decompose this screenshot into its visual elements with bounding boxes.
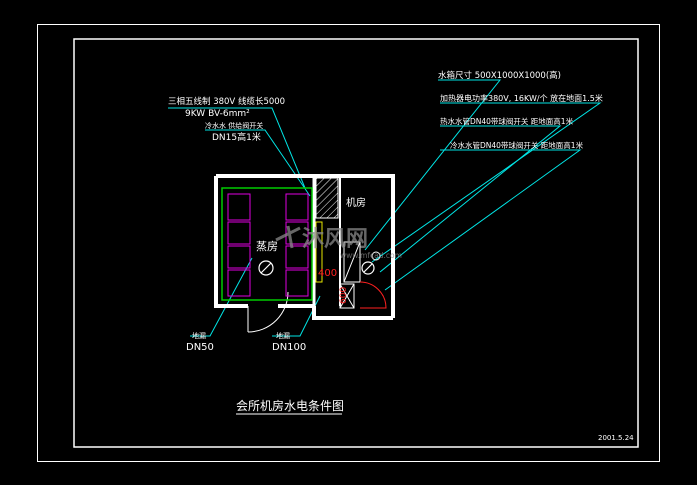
- pipe-yellow: [315, 221, 323, 283]
- cold-water-line2: DN15高1米: [212, 131, 261, 143]
- drawing-title: 会所机房水电条件图: [236, 398, 344, 413]
- sauna-benches: [227, 193, 309, 297]
- hatched-wall: [315, 177, 339, 219]
- tank-size: 水箱尺寸 500X1000X1000(高): [438, 70, 561, 81]
- drain-left-size: DN50: [186, 342, 214, 353]
- watermark-brand: 沐风网: [302, 227, 368, 252]
- inner-border: [73, 38, 639, 448]
- drain-right-label: 地漏: [276, 331, 290, 340]
- cold-water-valve: 冷水水管DN40带球阀开关 距地面高1米: [450, 140, 584, 150]
- water-tank: [343, 241, 361, 283]
- sauna-inner-wall: [221, 187, 313, 301]
- machine-room-door: [359, 281, 387, 309]
- drain-right-size: DN100: [272, 342, 306, 353]
- dim-600: 600: [339, 287, 349, 304]
- sauna-room-label: 蒸房: [256, 240, 278, 253]
- tank-diagonal: [343, 241, 361, 283]
- watermark-url: www.mfcad.com: [340, 251, 402, 260]
- hot-water-valve: 热水水管DN40带球阀开关 距地面高1米: [440, 116, 574, 126]
- outer-border: [37, 24, 660, 462]
- floor-drain-left: [258, 260, 274, 276]
- power-supply-line2: 9KW BV-6mm²: [185, 109, 250, 119]
- cold-water-line1: 冷水水 供给阀开关: [205, 121, 263, 130]
- machine-room-label: 机房: [346, 196, 366, 209]
- drain-left-label: 地漏: [192, 331, 206, 340]
- watermark: 沐风网 www.mfcad.com: [275, 225, 402, 260]
- heater-box: [339, 283, 355, 309]
- heater: 加热器电功率380V, 16KW/个 放在地面1.5米: [440, 93, 603, 103]
- drawing-date: 2001.5.24: [598, 434, 634, 442]
- watermark-logo-icon: [275, 225, 301, 249]
- drain-marker: [371, 251, 381, 261]
- dim-400: 400: [318, 268, 337, 279]
- heater-cross-b: [339, 283, 355, 309]
- floor-drain-right: [361, 261, 375, 275]
- power-supply-line1: 三相五线制 380V 线缆长5000: [168, 96, 285, 107]
